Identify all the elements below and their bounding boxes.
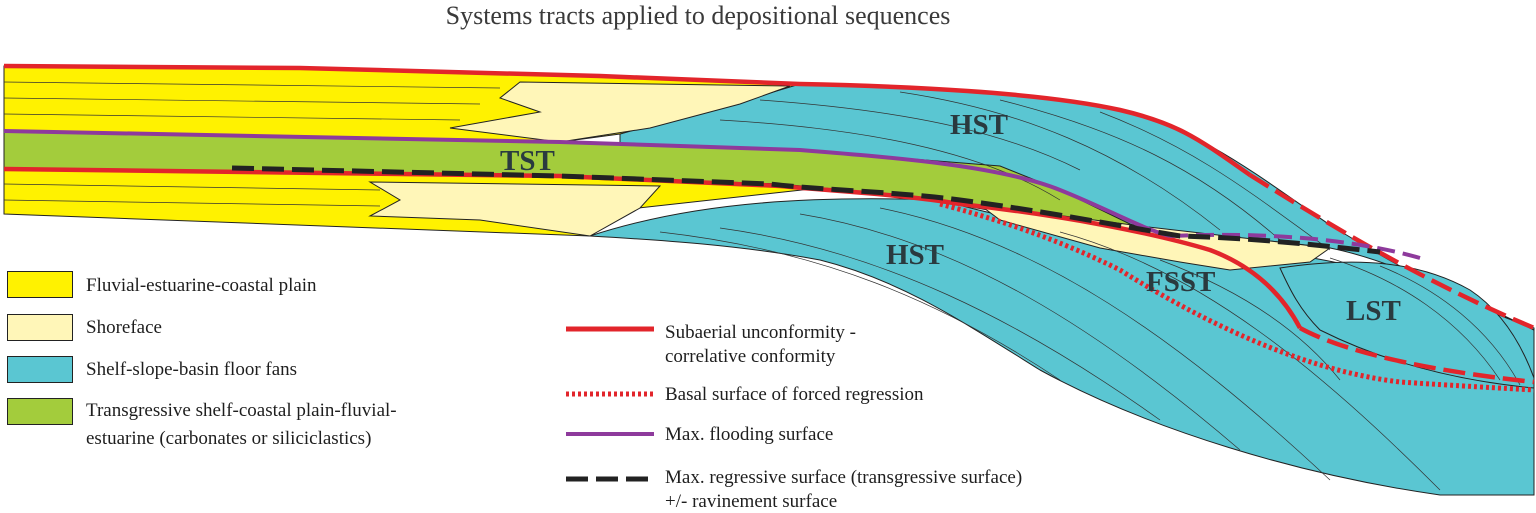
legend-swatch-shelf-slope xyxy=(7,356,73,383)
tract-label-hst-lower: HST xyxy=(886,239,945,271)
legend-label-max-regressive-line1: Max. regressive surface (transgressive s… xyxy=(665,467,1023,488)
legend-line-max-flooding xyxy=(566,432,654,436)
legend-label-shelf-slope: Shelf-slope-basin floor fans xyxy=(86,359,298,380)
tract-label-fsst: FSST xyxy=(1146,266,1216,298)
lst-body xyxy=(1279,261,1535,389)
lower-conformity-dashed xyxy=(1298,326,1535,385)
basal-forced-regression-line xyxy=(939,201,1535,393)
legend-swatch-fluvial xyxy=(7,271,73,298)
legend-swatch-shoreface xyxy=(7,314,73,341)
max-regressive-line xyxy=(231,165,1381,255)
legend-label-transgressive-line2: estuarine (carbonates or siliciclastics) xyxy=(86,428,372,449)
diagram-title: Systems tracts applied to depositional s… xyxy=(445,1,951,30)
tract-label-hst-upper: HST xyxy=(950,109,1009,141)
legend-label-forced-regression: Basal surface of forced regression xyxy=(665,384,924,405)
tract-label-tst: TST xyxy=(500,145,555,177)
legend-line-unconformity xyxy=(566,326,654,332)
lower-shoreface-body xyxy=(368,181,662,237)
upper-unconformity-line xyxy=(3,63,1252,177)
stratal-lines xyxy=(3,81,1521,491)
legend-label-max-regressive-line2: +/- ravinement surface xyxy=(665,491,838,512)
legend-line-max-regressive xyxy=(566,476,654,482)
legend-line-forced-regression xyxy=(566,391,654,397)
legend-swatch-transgressive xyxy=(7,398,73,425)
max-flooding-line xyxy=(3,129,1171,238)
legend-label-shoreface: Shoreface xyxy=(86,317,162,338)
legend-label-unconformity-line2: correlative conformity xyxy=(665,346,836,367)
legend-label-max-flooding: Max. flooding surface xyxy=(665,424,834,445)
legend-label-transgressive-line1: Transgressive shelf-coastal plain-fluvia… xyxy=(86,400,397,421)
legend-label-fluvial: Fluvial-estuarine-coastal plain xyxy=(86,275,317,296)
legend-label-unconformity-line1: Subaerial unconformity - xyxy=(665,322,857,343)
tract-label-lst: LST xyxy=(1346,295,1401,327)
